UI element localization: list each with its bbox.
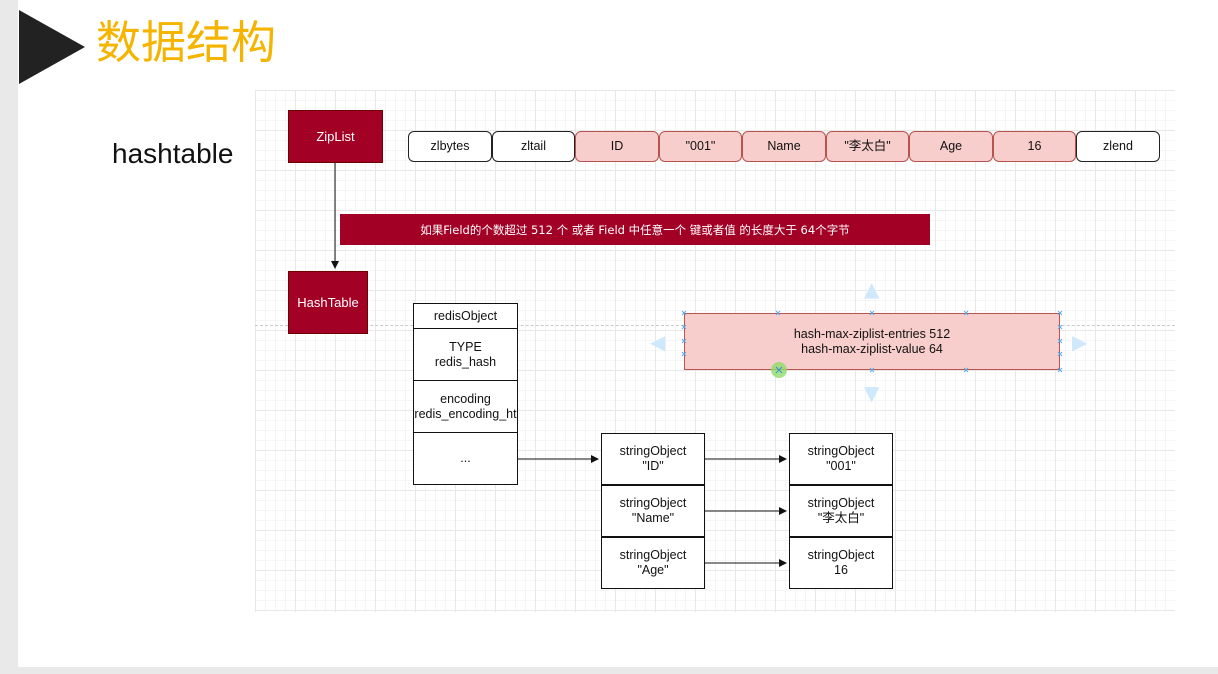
- ziplist-cell-value-001[interactable]: "001": [659, 131, 742, 162]
- key-type-text: stringObject: [619, 496, 687, 510]
- key-type-text: stringObject: [619, 444, 687, 458]
- key-value-text: "Name": [631, 511, 675, 525]
- redis-object-header[interactable]: redisObject: [413, 303, 518, 329]
- redis-object-type[interactable]: TYPE redis_hash: [413, 328, 518, 381]
- redis-object-more[interactable]: ...: [413, 432, 518, 485]
- page-title: 数据结构: [96, 16, 277, 69]
- ziplist-block[interactable]: ZipList: [288, 110, 383, 163]
- key-string-object-id[interactable]: stringObject "ID": [601, 433, 705, 485]
- value-type-text: stringObject: [807, 548, 875, 562]
- encoding-label: encoding: [440, 391, 491, 406]
- ziplist-cell-zltail[interactable]: zltail: [492, 131, 575, 162]
- key-value-text: "ID": [642, 459, 664, 473]
- selection-handles[interactable]: [681, 310, 1063, 373]
- redis-object-encoding[interactable]: encoding redis_encoding_ht: [413, 380, 518, 433]
- config-value-text: hash-max-ziplist-value 64: [801, 341, 943, 356]
- type-label: TYPE: [449, 339, 482, 354]
- key-string-object-age[interactable]: stringObject "Age": [601, 537, 705, 589]
- value-string-object-name[interactable]: stringObject "李太白": [789, 485, 893, 537]
- config-entries-text: hash-max-ziplist-entries 512: [793, 326, 951, 341]
- value-string-object-001[interactable]: stringObject "001": [789, 433, 893, 485]
- encoding-value: redis_encoding_ht: [414, 406, 517, 421]
- value-value-text: "001": [826, 459, 856, 473]
- key-string-object-name[interactable]: stringObject "Name": [601, 485, 705, 537]
- hashtable-block[interactable]: HashTable: [288, 271, 368, 334]
- key-type-text: stringObject: [619, 548, 687, 562]
- arrow-right-hint-icon[interactable]: ▶: [1072, 330, 1088, 354]
- conversion-condition-note[interactable]: 如果Field的个数超过 512 个 或者 Field 中任意一个 键或者值 的…: [340, 214, 930, 245]
- type-value: redis_hash: [434, 354, 497, 369]
- ziplist-cell-value-16[interactable]: 16: [993, 131, 1076, 162]
- ziplist-cell-zlbytes[interactable]: zlbytes: [408, 131, 492, 162]
- ziplist-cell-value-name[interactable]: "李太白": [826, 131, 909, 162]
- key-value-text: "Age": [637, 563, 669, 577]
- value-type-text: stringObject: [807, 444, 875, 458]
- arrow-up-hint-icon[interactable]: ▲: [864, 277, 880, 301]
- arrow-down-hint-icon[interactable]: ▼: [864, 381, 880, 405]
- config-box[interactable]: hash-max-ziplist-entries 512 hash-max-zi…: [684, 313, 1060, 370]
- ziplist-cell-field-age[interactable]: Age: [909, 131, 993, 162]
- ziplist-cell-field-name[interactable]: Name: [742, 131, 826, 162]
- value-string-object-16[interactable]: stringObject 16: [789, 537, 893, 589]
- arrow-left-hint-icon[interactable]: ◀: [650, 330, 666, 354]
- section-label: hashtable: [112, 138, 234, 169]
- value-value-text: "李太白": [817, 511, 865, 525]
- value-value-text: 16: [834, 563, 848, 577]
- ziplist-cell-field-id[interactable]: ID: [575, 131, 659, 162]
- value-type-text: stringObject: [807, 496, 875, 510]
- ziplist-cell-zlend[interactable]: zlend: [1076, 131, 1160, 162]
- title-triangle-icon: [19, 10, 85, 84]
